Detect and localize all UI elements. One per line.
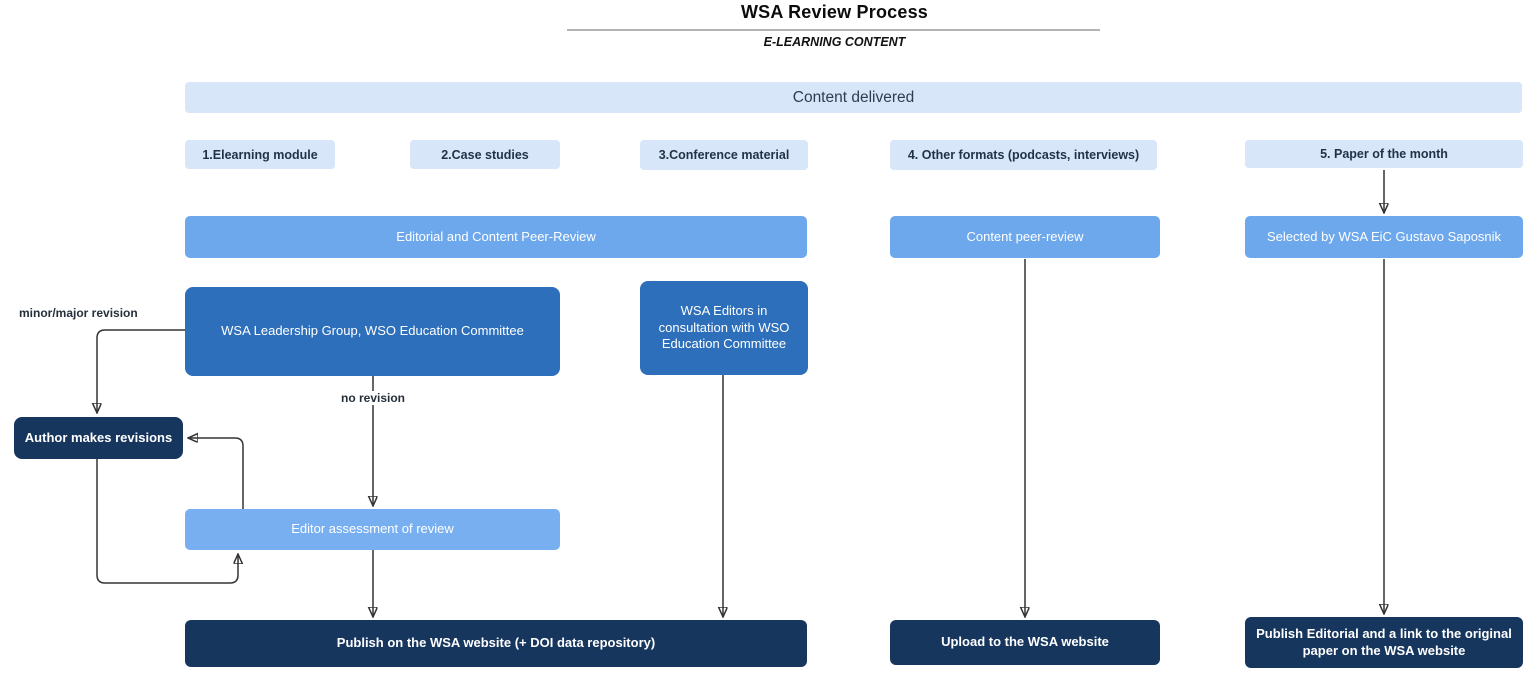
arrow-minor-major-revision [97, 329, 185, 411]
category-label-elearning-module: 1.Elearning module [185, 140, 335, 169]
category-label-paper-of-the-month: 5. Paper of the month [1245, 140, 1523, 168]
node-publish-editorial-link: Publish Editorial and a link to the orig… [1245, 617, 1523, 668]
page-title: WSA Review Process [740, 2, 928, 22]
edge-label-no-revision: no revision [338, 391, 409, 405]
node-upload-to-wsa-website: Upload to the WSA website [890, 620, 1160, 665]
category-label-case-studies: 2.Case studies [410, 140, 560, 169]
category-label-other-formats: 4. Other formats (podcasts, interviews) [890, 140, 1157, 170]
banner-content-delivered: Content delivered [185, 82, 1522, 113]
node-wsa-editors-consultation: WSA Editors in consultation with WSO Edu… [640, 281, 808, 375]
node-selected-by-wsa-eic: Selected by WSA EiC Gustavo Saposnik [1245, 216, 1523, 258]
category-label-conference-material: 3.Conference material [640, 140, 808, 170]
node-publish-on-wsa-website: Publish on the WSA website (+ DOI data r… [185, 620, 807, 667]
title-underline [567, 29, 1100, 31]
node-author-makes-revisions: Author makes revisions [14, 417, 183, 459]
node-editorial-content-peer-review: Editorial and Content Peer-Review [185, 216, 807, 258]
edge-label-minor-major-revision: minor/major revision [16, 306, 141, 320]
node-wsa-leadership-group: WSA Leadership Group, WSO Education Comm… [185, 287, 560, 376]
node-editor-assessment: Editor assessment of review [185, 509, 560, 550]
page-subtitle: E-LEARNING CONTENT [763, 35, 906, 49]
node-content-peer-review: Content peer-review [890, 216, 1160, 258]
arrow-assessment-to-author [190, 438, 244, 509]
